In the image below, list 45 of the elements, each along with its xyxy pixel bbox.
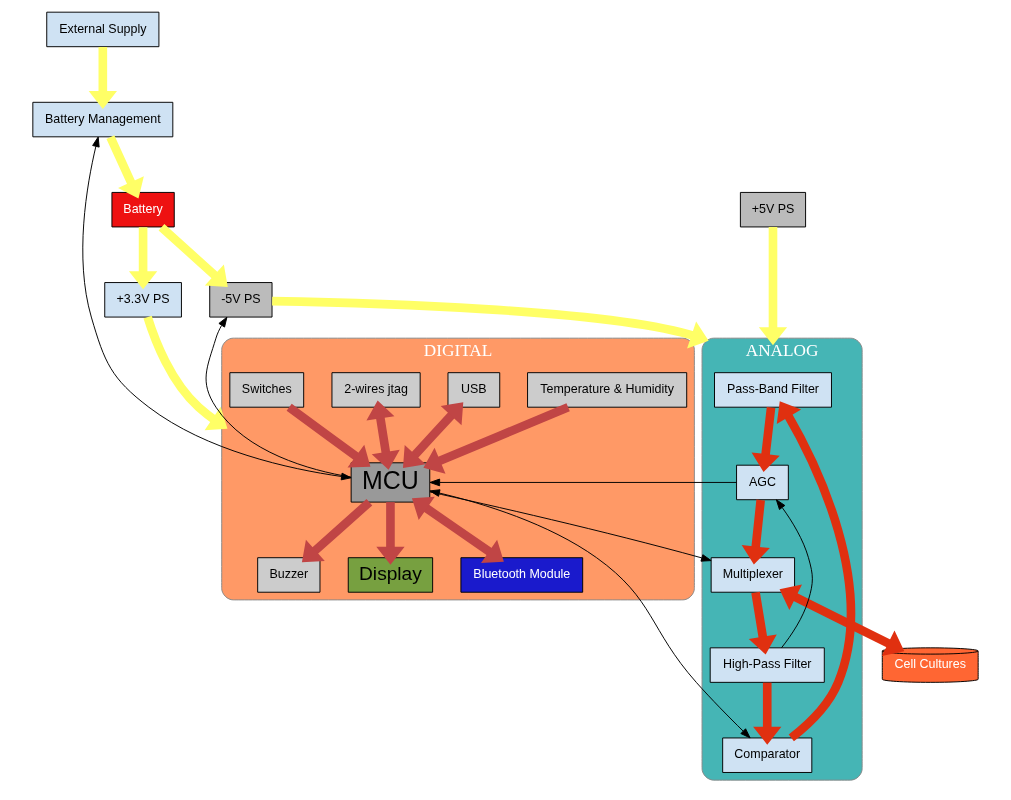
arrow [758, 227, 788, 346]
arrow [301, 498, 373, 563]
node-box: Switches [229, 372, 305, 408]
arrow [158, 224, 228, 287]
arrow [402, 402, 464, 468]
arrow [776, 401, 856, 742]
node-box: +3.3V PS [104, 282, 182, 318]
arrow [143, 315, 228, 431]
node-box: +5V PS [739, 191, 807, 228]
node-box: Buzzer [257, 557, 321, 593]
arrow [205, 316, 352, 478]
arrow [429, 478, 737, 487]
node-box: MCU [350, 462, 431, 503]
node-box: Pass-Band Filter [714, 372, 832, 408]
arrow [775, 499, 813, 649]
arrow [376, 502, 405, 565]
node-box: Bluetooth Module [460, 557, 584, 593]
node-box: High-Pass Filter [709, 647, 825, 683]
arrow [751, 407, 780, 472]
node-box: USB [447, 372, 501, 408]
arrow [128, 227, 158, 290]
arrow [106, 135, 144, 199]
arrow [366, 400, 400, 470]
arrow [82, 136, 352, 481]
arrow [88, 47, 117, 110]
node-box: Battery Management [32, 101, 174, 138]
arrow [753, 682, 782, 745]
node-box: Display [347, 557, 434, 593]
node-box: External Supply [46, 11, 160, 48]
arrow [423, 403, 570, 474]
arrow [429, 489, 751, 739]
node-box: AGC [736, 464, 789, 501]
arrow [286, 403, 371, 468]
node-box: Battery [111, 191, 175, 228]
arrow [272, 296, 709, 349]
arrow [748, 591, 777, 655]
node-box: Comparator [722, 737, 813, 773]
arrow [411, 496, 504, 564]
arrow [779, 584, 905, 656]
node-box: Temperature & Humidity [527, 372, 688, 408]
node-box: Multiplexer [710, 557, 796, 593]
arrow [429, 491, 712, 562]
arrow [741, 499, 770, 565]
node-box: -5V PS [209, 282, 273, 318]
node-box: 2-wires jtag [331, 372, 421, 408]
